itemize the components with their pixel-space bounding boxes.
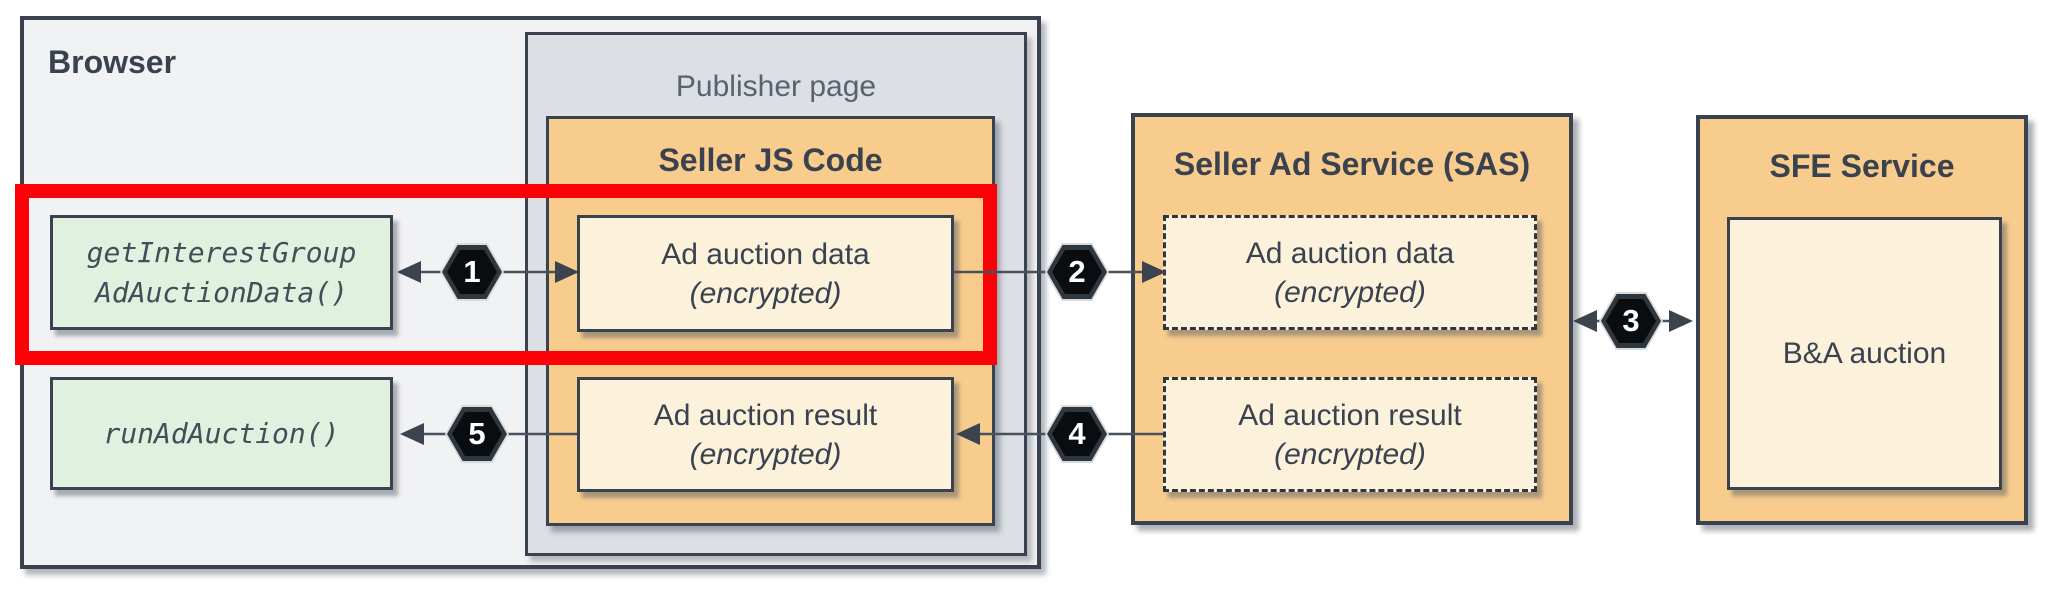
sas-ad-auction-data-title: Ad auction data xyxy=(1245,236,1455,270)
arrowhead-step3-left xyxy=(1573,310,1597,332)
seller-js-ad-auction-data-title: Ad auction data xyxy=(661,237,870,271)
ba-auction-label: B&A auction xyxy=(1782,337,1947,370)
seller-js-ad-auction-result-encrypted: (encrypted) xyxy=(689,437,842,471)
get-interest-group-ad-auction-data-node: getInterestGroup AdAuctionData() xyxy=(50,215,393,330)
seller-js-ad-auction-data-node: Ad auction data (encrypted) xyxy=(577,215,954,332)
run-ad-auction-node: runAdAuction() xyxy=(50,377,393,490)
get-interest-group-line2: AdAuctionData() xyxy=(95,275,348,309)
seller-ad-service-label: Seller Ad Service (SAS) xyxy=(1173,146,1531,182)
seller-js-code-label: Seller JS Code xyxy=(658,142,883,178)
sas-ad-auction-data-node: Ad auction data (encrypted) xyxy=(1163,215,1537,330)
arrowhead-step3-right xyxy=(1669,310,1693,332)
seller-js-ad-auction-result-title: Ad auction result xyxy=(653,398,878,432)
sas-ad-auction-data-encrypted: (encrypted) xyxy=(1274,275,1426,309)
step-badge-4-number: 4 xyxy=(1068,416,1086,451)
seller-js-ad-auction-result-node: Ad auction result (encrypted) xyxy=(577,377,954,492)
run-ad-auction-label: runAdAuction() xyxy=(103,416,340,450)
step-badge-4: 4 xyxy=(1045,405,1109,463)
publisher-page-label: Publisher page xyxy=(675,70,877,103)
seller-js-ad-auction-data-encrypted: (encrypted) xyxy=(689,276,842,310)
sas-ad-auction-result-title: Ad auction result xyxy=(1238,398,1462,432)
step-badge-2: 2 xyxy=(1045,243,1109,301)
sas-ad-auction-result-node: Ad auction result (encrypted) xyxy=(1163,377,1537,492)
ba-auction-node: B&A auction xyxy=(1727,217,2002,490)
sfe-service-label: SFE Service xyxy=(1769,148,1955,184)
step-badge-2-number: 2 xyxy=(1068,254,1086,289)
sas-ad-auction-result-encrypted: (encrypted) xyxy=(1274,437,1426,471)
browser-label: Browser xyxy=(48,44,177,80)
step-badge-3-number: 3 xyxy=(1622,303,1640,338)
get-interest-group-line1: getInterestGroup xyxy=(86,235,357,269)
step-badge-3: 3 xyxy=(1599,292,1663,350)
step1-highlight-rectangle xyxy=(15,184,997,365)
